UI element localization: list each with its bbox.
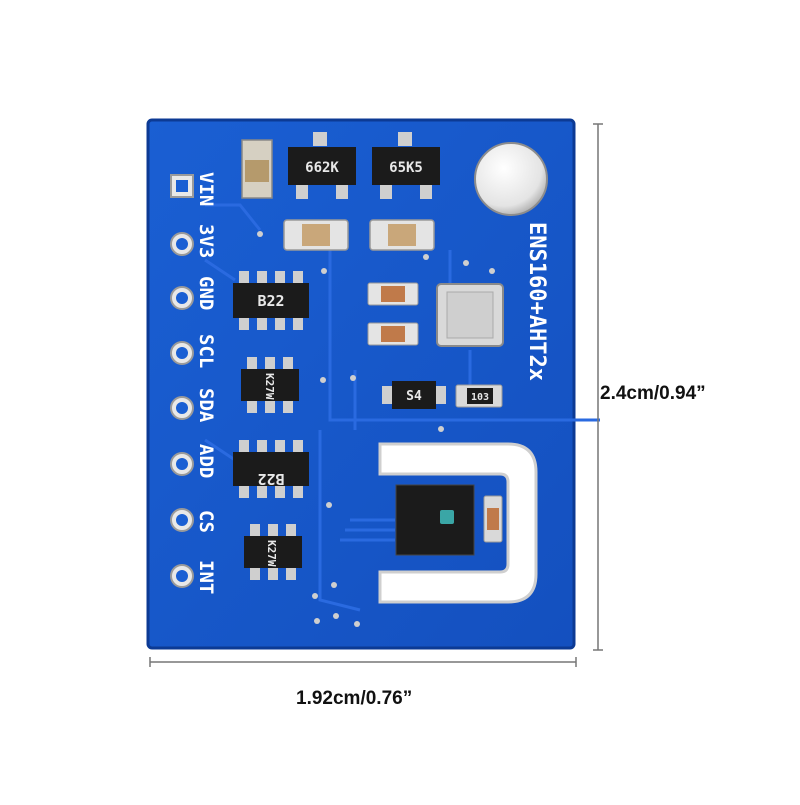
small-capacitors xyxy=(367,282,419,346)
header-pins xyxy=(170,174,194,588)
capacitor-top-left xyxy=(241,139,273,199)
pin-label-sda: SDA xyxy=(195,388,217,423)
resistor-small: 103 xyxy=(455,384,503,408)
pin-label-gnd: GND xyxy=(195,276,217,310)
pin-label-scl: SCL xyxy=(195,334,217,368)
pin-label-3v3: 3V3 xyxy=(195,224,217,258)
vias xyxy=(257,231,495,627)
pin-labels: VIN 3V3 GND SCL SDA ADD CS INT xyxy=(195,172,217,594)
resistor-array-bottom: B22 xyxy=(233,440,309,498)
mosfet-top: K27W xyxy=(241,357,299,413)
pcb-traces xyxy=(204,203,600,612)
diode-marking: S4 xyxy=(406,389,422,404)
height-dimension-label: 2.4cm/0.94” xyxy=(600,383,706,404)
width-dimension-line xyxy=(149,657,577,667)
resistor-array-top: B22 xyxy=(233,271,309,330)
regulator-right: 65K5 xyxy=(372,132,440,199)
gas-sensor-package xyxy=(436,283,504,347)
regulator-right-marking: 65K5 xyxy=(389,160,423,176)
sensor-capacitor xyxy=(483,495,503,543)
pin-label-int: INT xyxy=(195,560,217,594)
width-dimension-label: 1.92cm/0.76” xyxy=(296,688,413,709)
isolation-slot xyxy=(378,442,538,604)
mosfet-bottom-marking: K27W xyxy=(265,540,278,567)
humidity-sensor xyxy=(395,484,475,556)
resistor-small-marking: 103 xyxy=(471,392,489,403)
mounting-hole xyxy=(474,142,548,216)
mosfet-bottom: K27W xyxy=(244,524,302,580)
pin-label-vin: VIN xyxy=(195,172,217,206)
resistor-array-top-marking: B22 xyxy=(257,292,284,310)
board-title: ENS160+AHT2x xyxy=(524,222,549,381)
pin-label-cs: CS xyxy=(195,510,217,533)
height-dimension-line xyxy=(593,123,603,651)
mosfet-top-marking: K27W xyxy=(263,373,276,400)
diode: S4 xyxy=(382,381,446,409)
regulator-left-marking: 662K xyxy=(305,160,339,176)
resistor-array-bottom-marking: B22 xyxy=(257,470,284,488)
pin-label-add: ADD xyxy=(195,444,217,478)
capacitors-row xyxy=(283,219,435,251)
regulator-left: 662K xyxy=(288,132,356,199)
